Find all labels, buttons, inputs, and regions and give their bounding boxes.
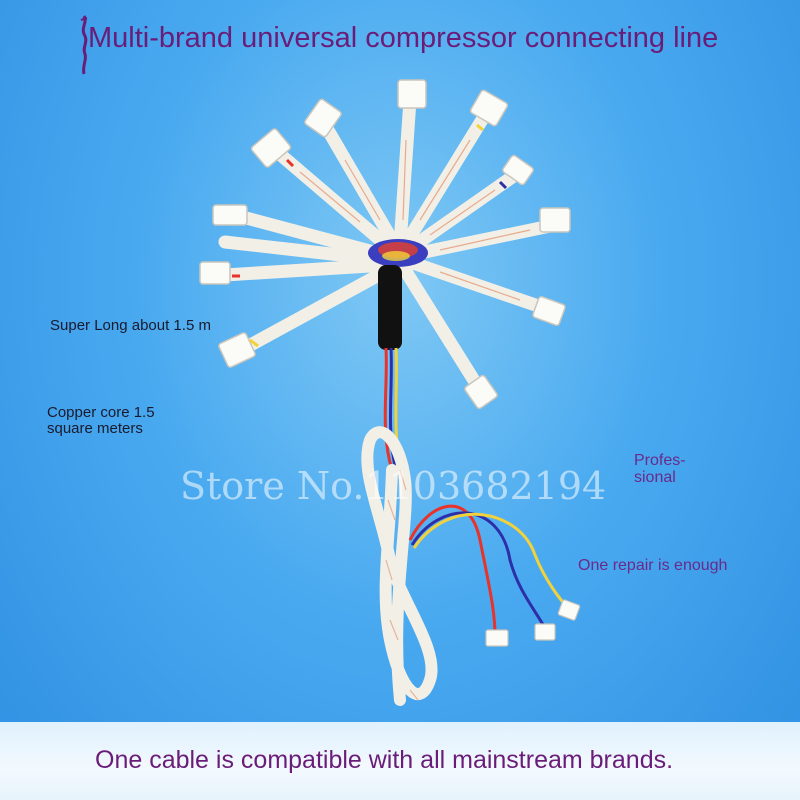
heat-shrink-sleeve: [378, 265, 402, 350]
page-title: Multi-brand universal compressor connect…: [88, 22, 719, 54]
cable-stripe-marks: [299, 139, 531, 301]
core-label-line2: square meters: [47, 420, 143, 437]
pro-label-line1: Profes-: [634, 452, 686, 469]
banner-text: One cable is compatible with all mainstr…: [95, 746, 674, 774]
bottom-banner: [0, 722, 800, 800]
connectors: [199, 79, 571, 410]
small-connectors: [485, 599, 581, 647]
wire-hub: [368, 239, 428, 267]
dragon-logo-icon: [80, 15, 88, 75]
long-cable-loop: [361, 426, 438, 706]
long-cable-stripes: [385, 469, 419, 701]
repair-label: One repair is enough: [578, 557, 728, 574]
pro-label-line2: sional: [634, 469, 676, 486]
signal-wires: [408, 504, 572, 636]
connector-wire-colors: [232, 123, 508, 348]
core-label-line1: Copper core 1.5: [47, 404, 155, 421]
store-watermark: Store No.1103682194: [180, 464, 607, 508]
length-label: Super Long about 1.5 m: [50, 317, 211, 334]
